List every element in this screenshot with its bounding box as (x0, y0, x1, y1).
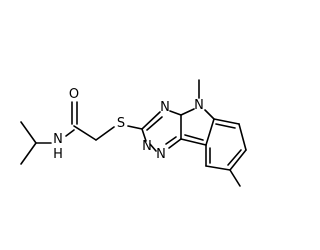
bond-isopropyl-upper-methyl (20, 121, 37, 144)
atom-label-oxygen: O (69, 87, 79, 102)
bond-c5a-c9a (205, 118, 215, 146)
bond-triazine-c9b-n1 (168, 138, 182, 149)
bond-c7-c8-double (227, 149, 242, 166)
bond-ch2-to-s (95, 126, 115, 141)
bond-c9a-c9b-double (184, 134, 204, 141)
atom-labels: O N H S N N N N (53, 87, 204, 162)
atom-label-ring-nitrogen-2: N (142, 139, 152, 154)
bonds (20, 79, 247, 187)
bond-triazine-n1-n2 (149, 143, 157, 152)
bond-c8-methyl (229, 169, 241, 187)
bond-c5a-c6 (213, 118, 240, 125)
atom-label-amide-nitrogen: N (53, 132, 63, 147)
atom-label-sulfur: S (117, 116, 125, 131)
bond-c6-c7 (238, 123, 247, 151)
bond-c4a-n5 (180, 108, 195, 116)
bond-triazine-c9b-n1-double (165, 136, 177, 145)
atom-label-ring-nitrogen-1: N (160, 100, 170, 115)
bond-isopropyl-lower-methyl (20, 142, 37, 165)
molecule-structure: O N H S N N N N (20, 79, 247, 187)
bond-n-to-carbonyl (65, 129, 75, 137)
bond-s-to-ring (127, 125, 143, 130)
atom-label-amide-hydrogen: H (53, 147, 63, 162)
bond-c7-c8 (229, 149, 247, 171)
bond-c9a-c9b (180, 138, 207, 146)
bond-triazine-c3-n4-double (146, 116, 163, 131)
atom-label-ring-nitrogen-3: N (156, 147, 166, 162)
bond-carbonyl-to-ch2 (73, 125, 97, 141)
bond-c5a-c6-double (215, 123, 236, 129)
bond-n5-c5a (204, 109, 215, 120)
bond-triazine-n2-c3 (141, 128, 147, 142)
bond-c8-c9 (205, 165, 231, 171)
bond-triazine-c3-n4 (141, 111, 161, 130)
atom-label-indole-nitrogen: N (194, 98, 204, 113)
bond-triazine-n4-c4a (169, 110, 182, 116)
